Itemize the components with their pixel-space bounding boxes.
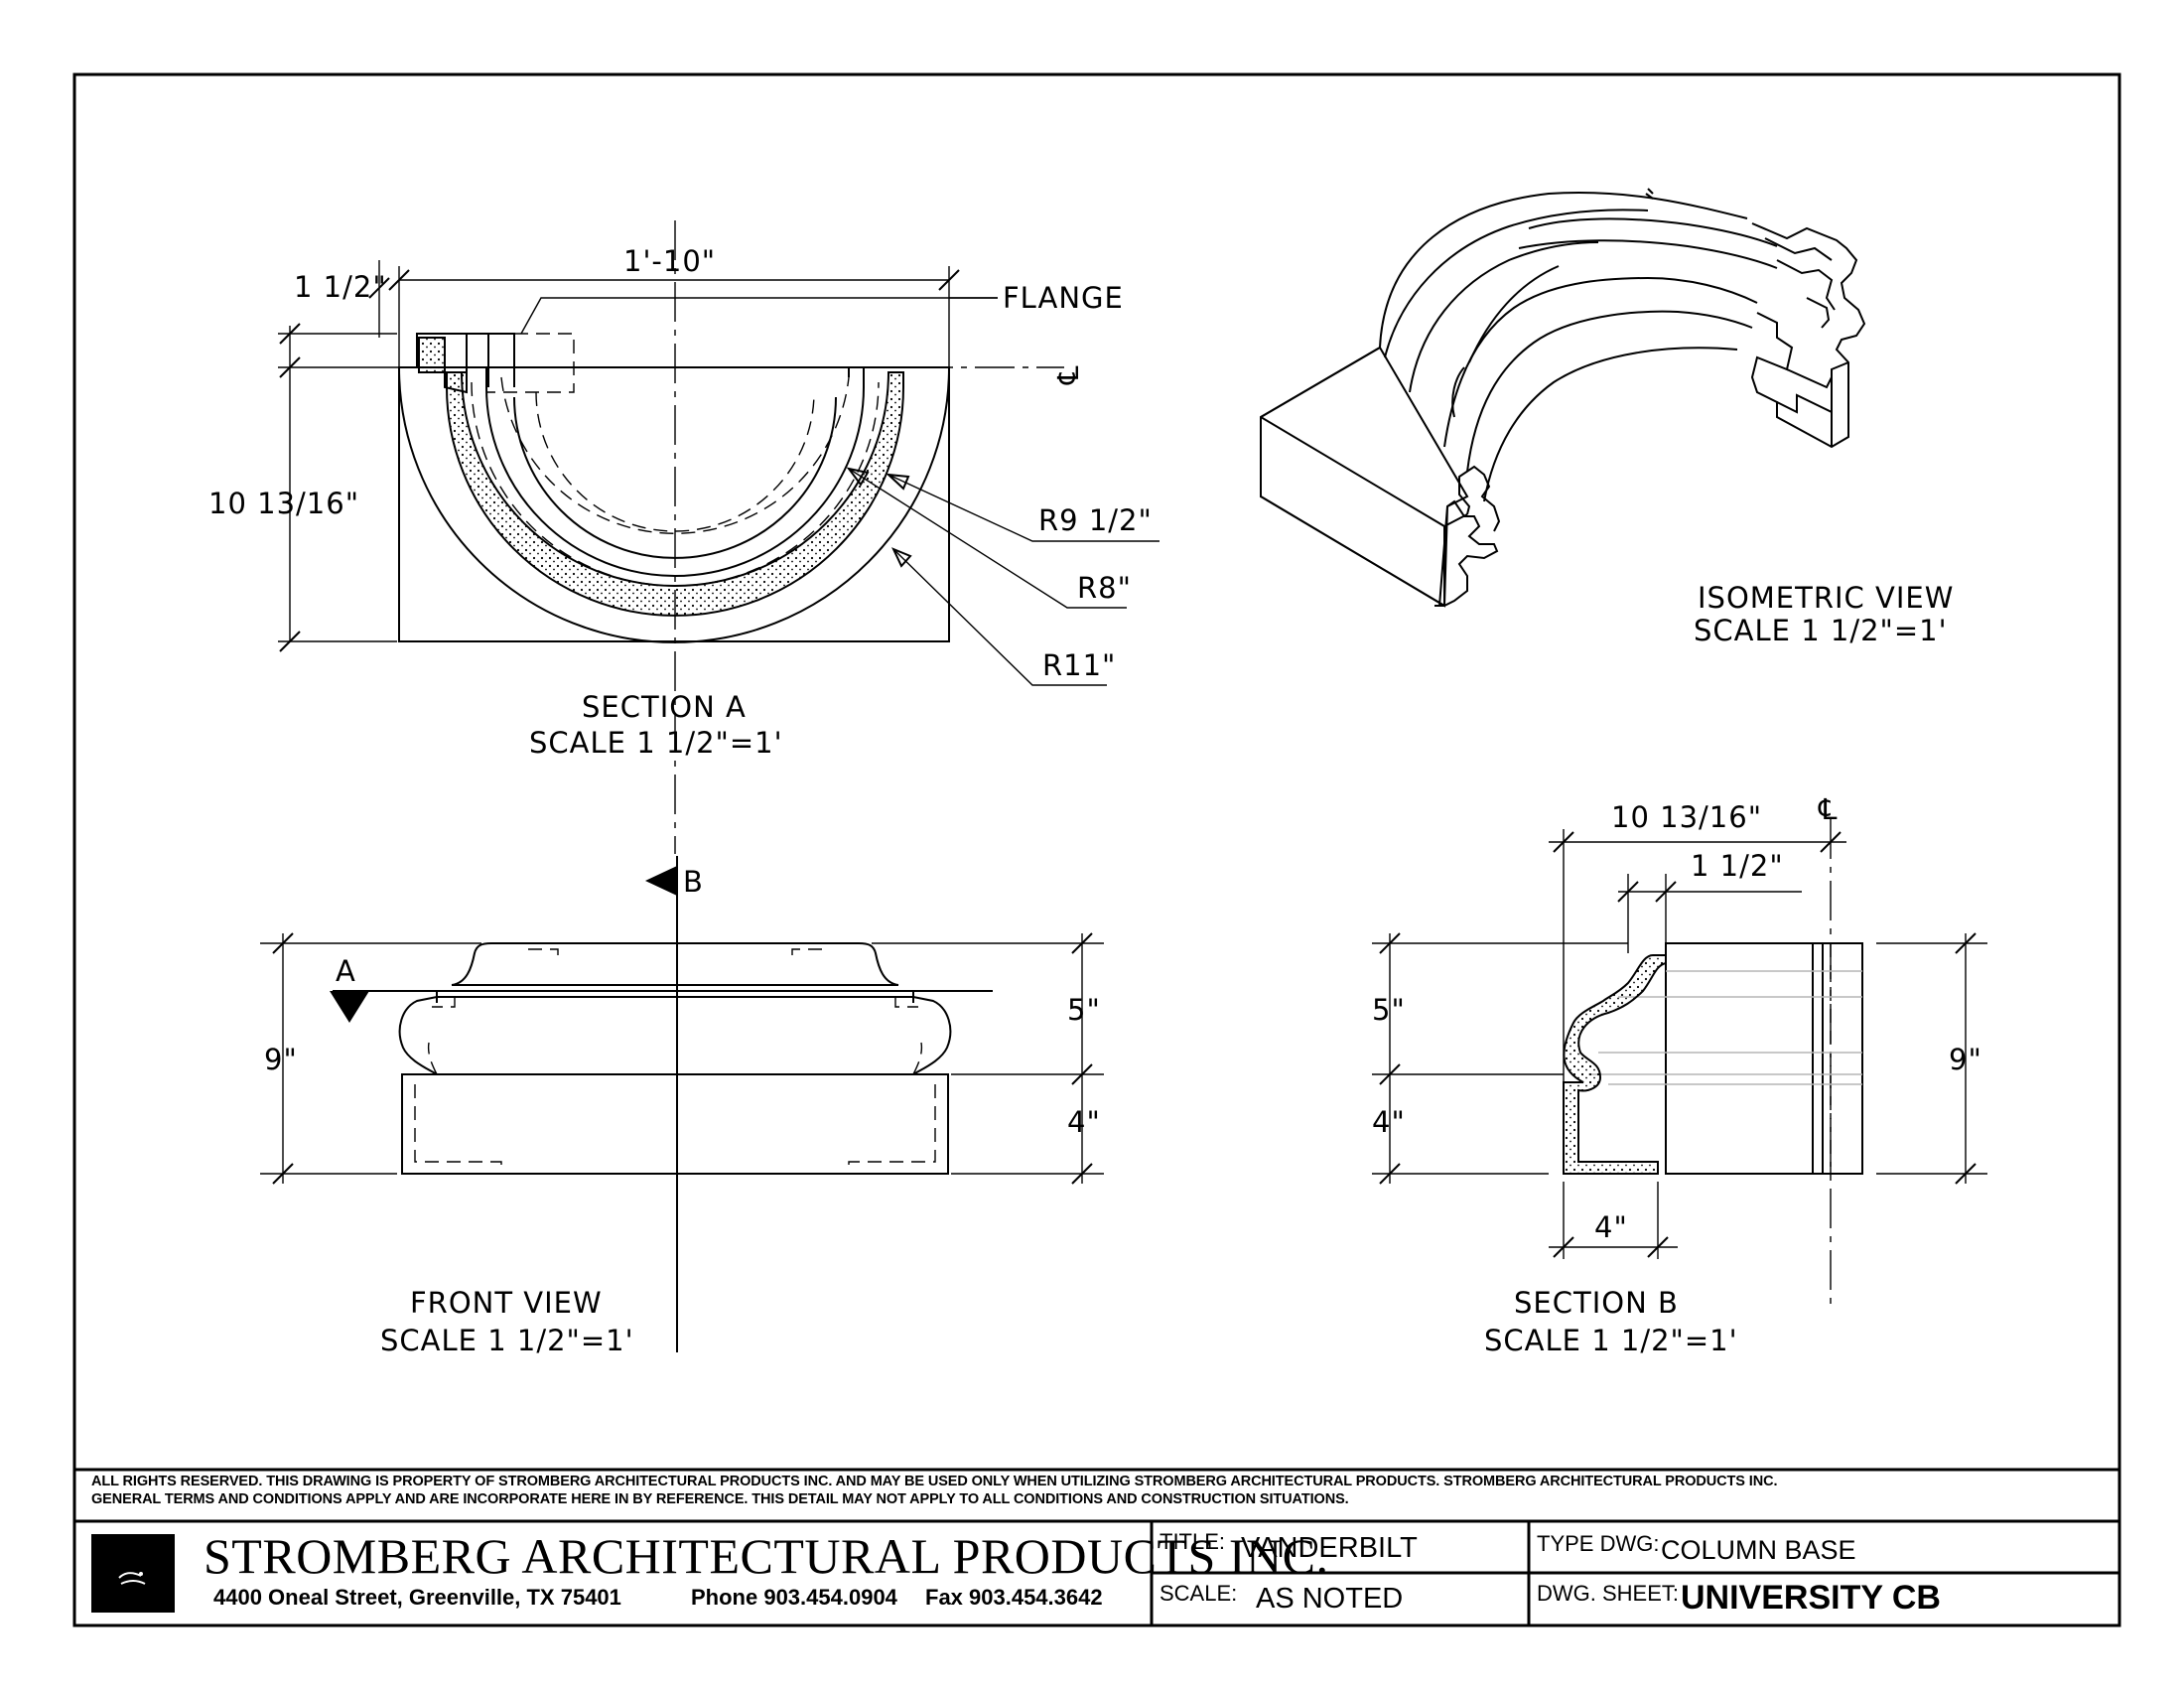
section-b-base-dim: 4" bbox=[1594, 1210, 1628, 1244]
section-b-width-dim: 10 13/16" bbox=[1611, 800, 1762, 834]
company-phone: Phone 903.454.0904 bbox=[691, 1585, 897, 1610]
legal-line-1: ALL RIGHTS RESERVED. THIS DRAWING IS PRO… bbox=[91, 1474, 1778, 1489]
isometric-view: ISOMETRIC VIEW SCALE 1 1/2"=1' bbox=[1260, 188, 1954, 647]
section-a-title: SECTION A bbox=[582, 690, 747, 724]
dwg-sheet-label: DWG. SHEET: bbox=[1537, 1581, 1680, 1606]
section-b-scale: SCALE 1 1/2"=1' bbox=[1484, 1324, 1738, 1357]
radius-r11-label: R11" bbox=[1042, 648, 1116, 682]
title-label: TITLE: bbox=[1160, 1529, 1226, 1554]
scale-value: AS NOTED bbox=[1256, 1583, 1404, 1615]
section-b-upper-dim: 5" bbox=[1372, 993, 1406, 1027]
scale-label: SCALE: bbox=[1160, 1581, 1238, 1606]
front-view-scale: SCALE 1 1/2"=1' bbox=[380, 1324, 634, 1357]
front-total-height-dim: 9" bbox=[264, 1043, 298, 1076]
section-a-centerline-symbol: ℄ bbox=[1051, 364, 1085, 385]
isometric-title: ISOMETRIC VIEW bbox=[1698, 581, 1954, 615]
radius-r9-label: R9 1/2" bbox=[1038, 503, 1153, 537]
type-dwg-label: TYPE DWG: bbox=[1537, 1531, 1660, 1556]
section-a-view: 1'-10" 1 1/2" FLANGE ℄ 10 13/16" R9 1/2"… bbox=[208, 220, 1160, 854]
company-logo-icon bbox=[91, 1534, 175, 1613]
section-b-title: SECTION B bbox=[1514, 1286, 1679, 1320]
legal-line-2: GENERAL TERMS AND CONDITIONS APPLY AND A… bbox=[91, 1491, 1349, 1507]
company-fax: Fax 903.454.3642 bbox=[925, 1585, 1103, 1610]
title-value: VANDERBILT bbox=[1241, 1532, 1418, 1564]
isometric-scale: SCALE 1 1/2"=1' bbox=[1694, 614, 1948, 647]
section-b-total-dim: 9" bbox=[1949, 1043, 1982, 1076]
cut-b-label: B bbox=[683, 865, 704, 899]
dwg-sheet-value: UNIVERSITY CB bbox=[1681, 1579, 1941, 1617]
section-a-width-dim: 1'-10" bbox=[623, 244, 716, 278]
legal-notice: ALL RIGHTS RESERVED. THIS DRAWING IS PRO… bbox=[91, 1473, 2126, 1508]
front-upper-dim: 5" bbox=[1067, 993, 1101, 1027]
title-block-grid bbox=[74, 1468, 2119, 1625]
section-b-centerline-symbol: ℄ bbox=[1818, 792, 1839, 826]
section-b-view: ℄ 10 13/16" 1 1/2" 5" 4" bbox=[1372, 792, 1987, 1357]
section-b-flange-dim: 1 1/2" bbox=[1691, 849, 1784, 883]
flange-label: FLANGE bbox=[1003, 281, 1124, 315]
section-a-flange-dim: 1 1/2" bbox=[294, 270, 387, 304]
section-b-lower-dim: 4" bbox=[1372, 1105, 1406, 1139]
type-dwg-value: COLUMN BASE bbox=[1661, 1535, 1856, 1565]
front-view: B A 9" 5" 4 bbox=[260, 856, 1104, 1357]
sheet-border bbox=[72, 72, 2121, 1627]
cut-a-label: A bbox=[336, 954, 356, 988]
section-a-scale: SCALE 1 1/2"=1' bbox=[529, 726, 783, 760]
company-name: STROMBERG ARCHITECTURAL PRODUCTS INC. bbox=[204, 1528, 1329, 1584]
front-view-title: FRONT VIEW bbox=[410, 1286, 603, 1320]
radius-r8-label: R8" bbox=[1077, 571, 1132, 605]
company-address: 4400 Oneal Street, Greenville, TX 75401 bbox=[213, 1585, 621, 1610]
front-lower-dim: 4" bbox=[1067, 1105, 1101, 1139]
section-a-height-dim: 10 13/16" bbox=[208, 487, 359, 520]
